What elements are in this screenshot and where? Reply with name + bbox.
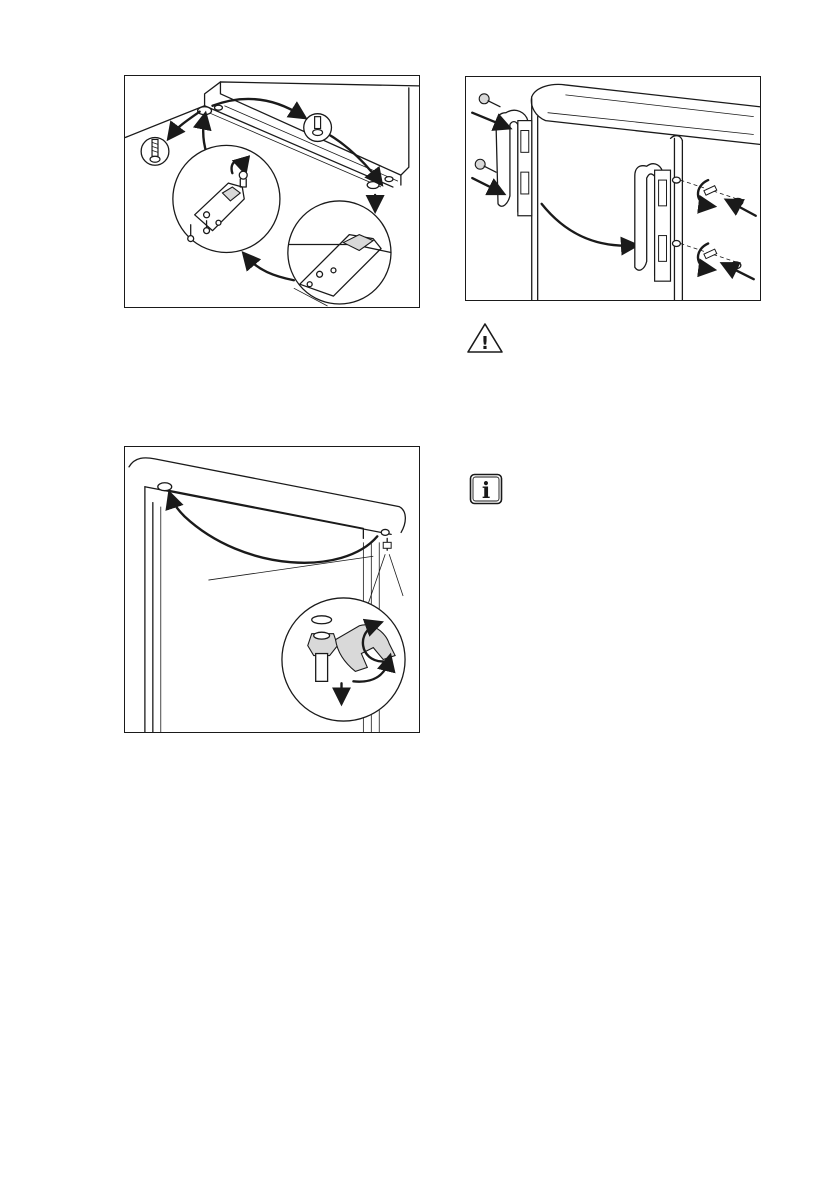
figure-hinge-pin-turn [124,446,420,733]
info-icon: i [469,473,503,505]
figure-handle-transfer [465,76,761,301]
hinge-pin-drawing [125,447,419,732]
hinge-bracket-icon [288,201,391,306]
handle-transfer-drawing [466,77,760,300]
hinge-reassembly-drawing [125,76,419,307]
screw-icon [704,186,717,259]
handle-icon [496,110,532,215]
screw-icon [304,114,332,142]
screw-icon [141,137,169,165]
figure-hinge-reassembly [124,75,420,308]
handle-icon [635,164,671,281]
warning-symbol: ! [481,333,489,354]
info-symbol: i [482,478,490,504]
warning-triangle-icon: ! [466,322,504,354]
hinge-bracket-icon [173,145,280,252]
